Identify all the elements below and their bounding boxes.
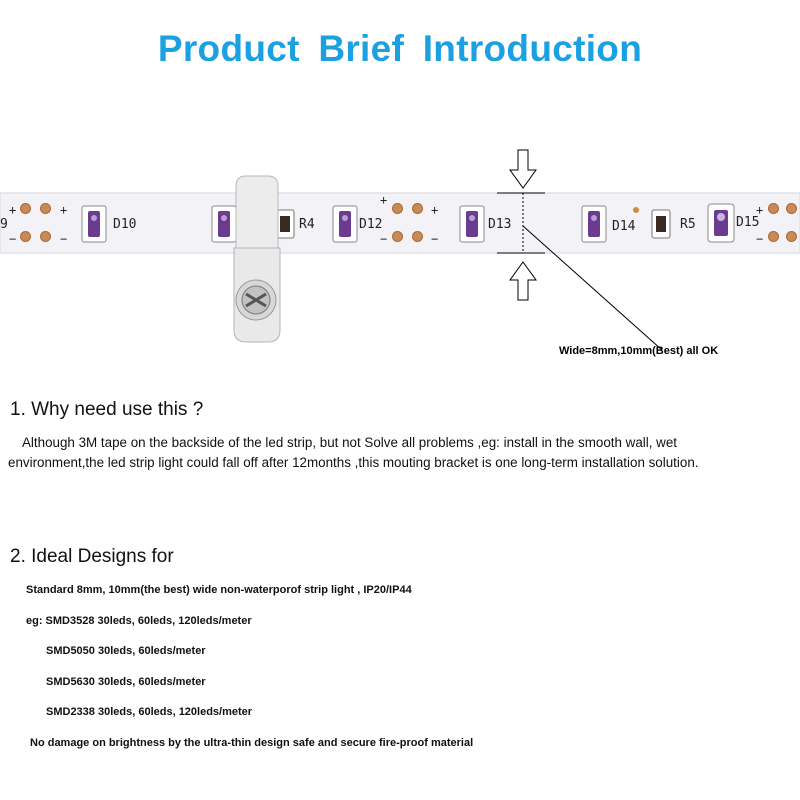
solder-pad: [20, 231, 31, 242]
label-r4: R4: [299, 217, 315, 232]
leader-line: [522, 225, 663, 351]
plus-sign: +: [756, 203, 764, 217]
minus-sign: −: [380, 232, 388, 246]
plus-sign: +: [9, 203, 17, 217]
plus-sign: +: [380, 193, 388, 207]
arrow-down-icon: [509, 149, 537, 189]
solder-pad: [20, 203, 31, 214]
label-d15: D15: [736, 215, 760, 230]
list-item: SMD5630 30leds, 60leds/meter: [46, 676, 206, 688]
solder-pad: [786, 231, 797, 242]
list-item: eg: SMD3528 30leds, 60leds, 120leds/mete…: [26, 615, 252, 627]
section-why-paragraph: Although 3M tape on the backside of the …: [8, 433, 798, 473]
width-annotation: Wide=8mm,10mm(Best) all OK: [559, 345, 719, 357]
arrow-up-icon: [509, 261, 537, 301]
solder-pad: [392, 231, 403, 242]
label-d13: D13: [488, 217, 512, 232]
solder-pad: [786, 203, 797, 214]
minus-sign: −: [60, 232, 68, 246]
solder-dot: [633, 207, 639, 213]
led-d13: [459, 205, 485, 243]
label-d14: D14: [612, 219, 636, 234]
list-item: Standard 8mm, 10mm(the best) wide non-wa…: [26, 584, 412, 596]
solder-pad: [412, 203, 423, 214]
label-d9: 9: [0, 217, 8, 232]
solder-pad: [40, 231, 51, 242]
section-heading-why: 1. Why need use this ?: [10, 399, 204, 420]
resistor-r5: [651, 209, 671, 239]
minus-sign: −: [756, 232, 764, 246]
led-d15: [707, 203, 735, 243]
paragraph-line: environment,the led strip light could fa…: [8, 455, 699, 470]
mounting-bracket: [233, 175, 281, 343]
label-d12: D12: [359, 217, 383, 232]
page-title: Product Brief Introduction: [157, 28, 643, 69]
led-d10: [81, 205, 107, 243]
solder-pad: [392, 203, 403, 214]
solder-pad: [768, 231, 779, 242]
list-item: SMD2338 30leds, 60leds, 120leds/meter: [46, 706, 253, 718]
list-item: No damage on brightness by the ultra-thi…: [30, 737, 474, 749]
solder-pad: [412, 231, 423, 242]
label-d10: D10: [113, 217, 137, 232]
led-d14: [581, 205, 607, 243]
plus-sign: +: [60, 203, 68, 217]
section-heading-designs: 2. Ideal Designs for: [10, 546, 174, 567]
minus-sign: −: [431, 232, 439, 246]
minus-sign: −: [9, 232, 17, 246]
list-item: SMD5050 30leds, 60leds/meter: [46, 645, 206, 657]
solder-pad: [768, 203, 779, 214]
led-d12: [332, 205, 358, 243]
led-strip-illustration: [0, 149, 800, 351]
solder-pad: [40, 203, 51, 214]
paragraph-line: Although 3M tape on the backside of the …: [22, 435, 678, 450]
resistor-r4: [275, 209, 295, 239]
led-d11: [211, 205, 237, 243]
led-strip-diagram: + − + − + − + − + − 9 D10 R4 D12 D13 D14…: [0, 140, 800, 380]
plus-sign: +: [431, 203, 439, 217]
label-r5: R5: [680, 217, 696, 232]
